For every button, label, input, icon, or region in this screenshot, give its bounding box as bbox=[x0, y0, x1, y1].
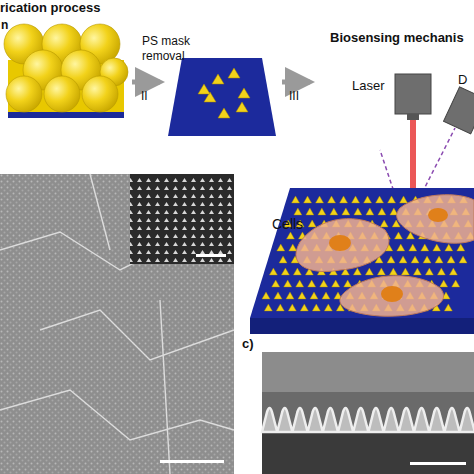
step-label: removal bbox=[142, 49, 185, 63]
part-label: Laser bbox=[352, 78, 385, 93]
panel-title: rication process bbox=[0, 0, 100, 15]
part-label: Cells bbox=[272, 216, 303, 232]
panel-title: n bbox=[1, 18, 8, 32]
panel-title: Biosensing mechanis bbox=[330, 30, 464, 45]
panel-letter: c) bbox=[242, 336, 254, 351]
step-number: III bbox=[289, 89, 299, 103]
step-label: PS mask bbox=[142, 34, 190, 48]
step-number: II bbox=[141, 89, 148, 103]
part-label: D bbox=[458, 72, 467, 87]
